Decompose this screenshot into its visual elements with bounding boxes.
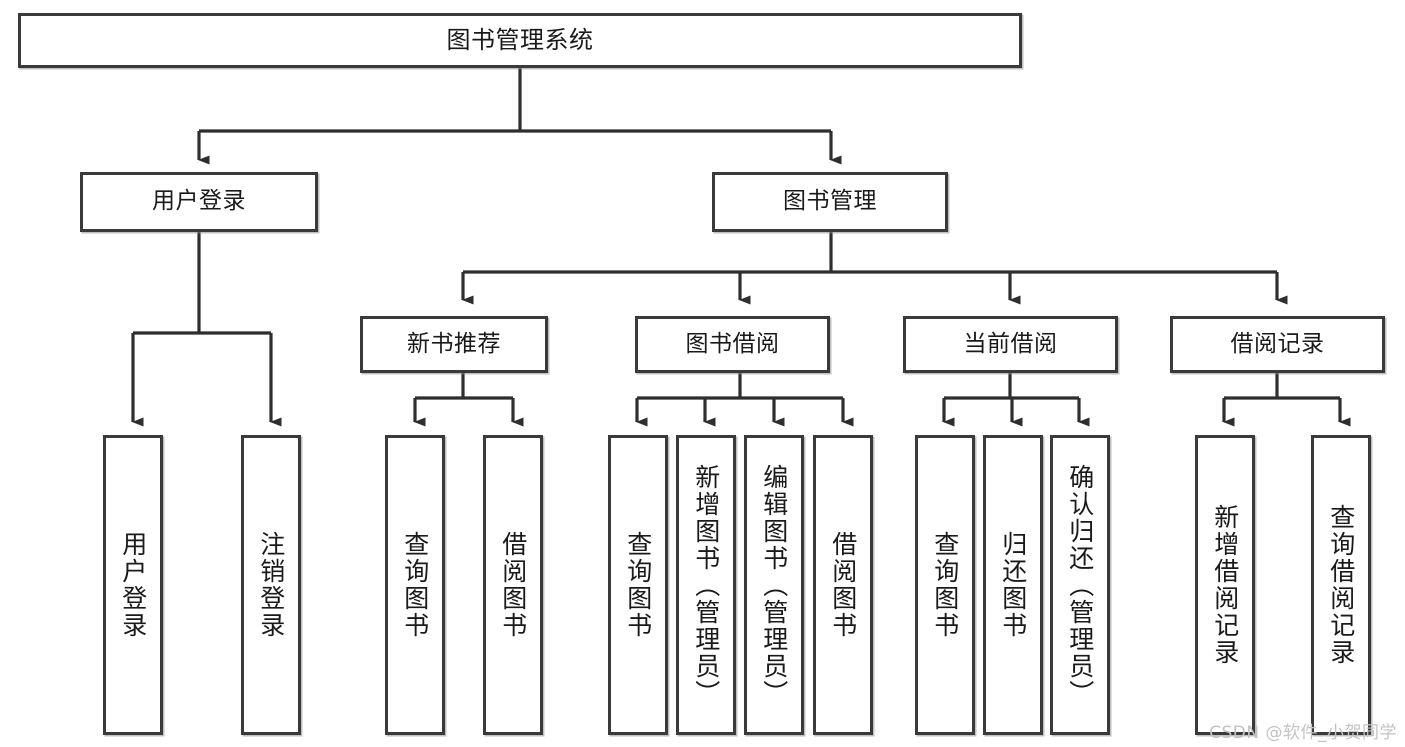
leaf-record-add[interactable]: 新增借阅记录 bbox=[1195, 435, 1255, 735]
node-root-label: 图书管理系统 bbox=[446, 26, 594, 55]
node-root[interactable]: 图书管理系统 bbox=[18, 13, 1022, 68]
leaf-label: 查询图书 bbox=[400, 531, 430, 639]
leaf-new-book-borrow[interactable]: 借阅图书 bbox=[483, 435, 543, 735]
node-current-borrow-label: 当前借阅 bbox=[963, 330, 1058, 357]
leaf-label: 查询图书 bbox=[930, 531, 960, 639]
leaf-label: 查询借阅记录 bbox=[1326, 504, 1356, 666]
leaf-label: 借阅图书 bbox=[828, 531, 858, 639]
leaf-label: 归还图书 bbox=[998, 531, 1028, 639]
leaf-label: 确认归还（管理员） bbox=[1065, 463, 1095, 707]
node-current-borrow[interactable]: 当前借阅 bbox=[903, 316, 1118, 373]
leaf-current-return-book[interactable]: 归还图书 bbox=[983, 435, 1043, 735]
node-book-management[interactable]: 图书管理 bbox=[712, 172, 948, 232]
leaf-label: 用户登录 bbox=[118, 531, 148, 639]
leaf-current-query-book[interactable]: 查询图书 bbox=[915, 435, 975, 735]
leaf-user-login-login[interactable]: 用户登录 bbox=[103, 435, 163, 735]
leaf-label: 新增借阅记录 bbox=[1210, 504, 1240, 666]
node-borrow-record[interactable]: 借阅记录 bbox=[1170, 316, 1385, 373]
node-user-login[interactable]: 用户登录 bbox=[80, 172, 318, 232]
leaf-borrow-borrow-book[interactable]: 借阅图书 bbox=[813, 435, 873, 735]
leaf-current-confirm-return[interactable]: 确认归还（管理员） bbox=[1050, 435, 1110, 735]
node-new-book-recommend[interactable]: 新书推荐 bbox=[360, 316, 548, 373]
leaf-user-login-logout[interactable]: 注销登录 bbox=[241, 435, 301, 735]
node-book-management-label: 图书管理 bbox=[783, 188, 877, 215]
node-book-borrow-label: 图书借阅 bbox=[685, 330, 780, 357]
watermark: CSDN @软件_小贺同学 bbox=[1209, 723, 1397, 743]
node-borrow-record-label: 借阅记录 bbox=[1230, 330, 1325, 357]
leaf-new-book-query[interactable]: 查询图书 bbox=[385, 435, 445, 735]
leaf-record-query[interactable]: 查询借阅记录 bbox=[1311, 435, 1371, 735]
node-new-book-recommend-label: 新书推荐 bbox=[407, 330, 501, 357]
leaf-label: 注销登录 bbox=[256, 531, 286, 639]
node-user-login-label: 用户登录 bbox=[152, 188, 246, 215]
leaf-borrow-edit-book[interactable]: 编辑图书（管理员） bbox=[744, 435, 804, 735]
leaf-label: 查询图书 bbox=[623, 531, 653, 639]
leaf-label: 新增图书（管理员） bbox=[691, 463, 721, 707]
leaf-borrow-query-book[interactable]: 查询图书 bbox=[608, 435, 668, 735]
leaf-borrow-add-book[interactable]: 新增图书（管理员） bbox=[676, 435, 736, 735]
leaf-label: 编辑图书（管理员） bbox=[759, 463, 789, 707]
node-book-borrow[interactable]: 图书借阅 bbox=[635, 316, 830, 373]
leaf-label: 借阅图书 bbox=[498, 531, 528, 639]
